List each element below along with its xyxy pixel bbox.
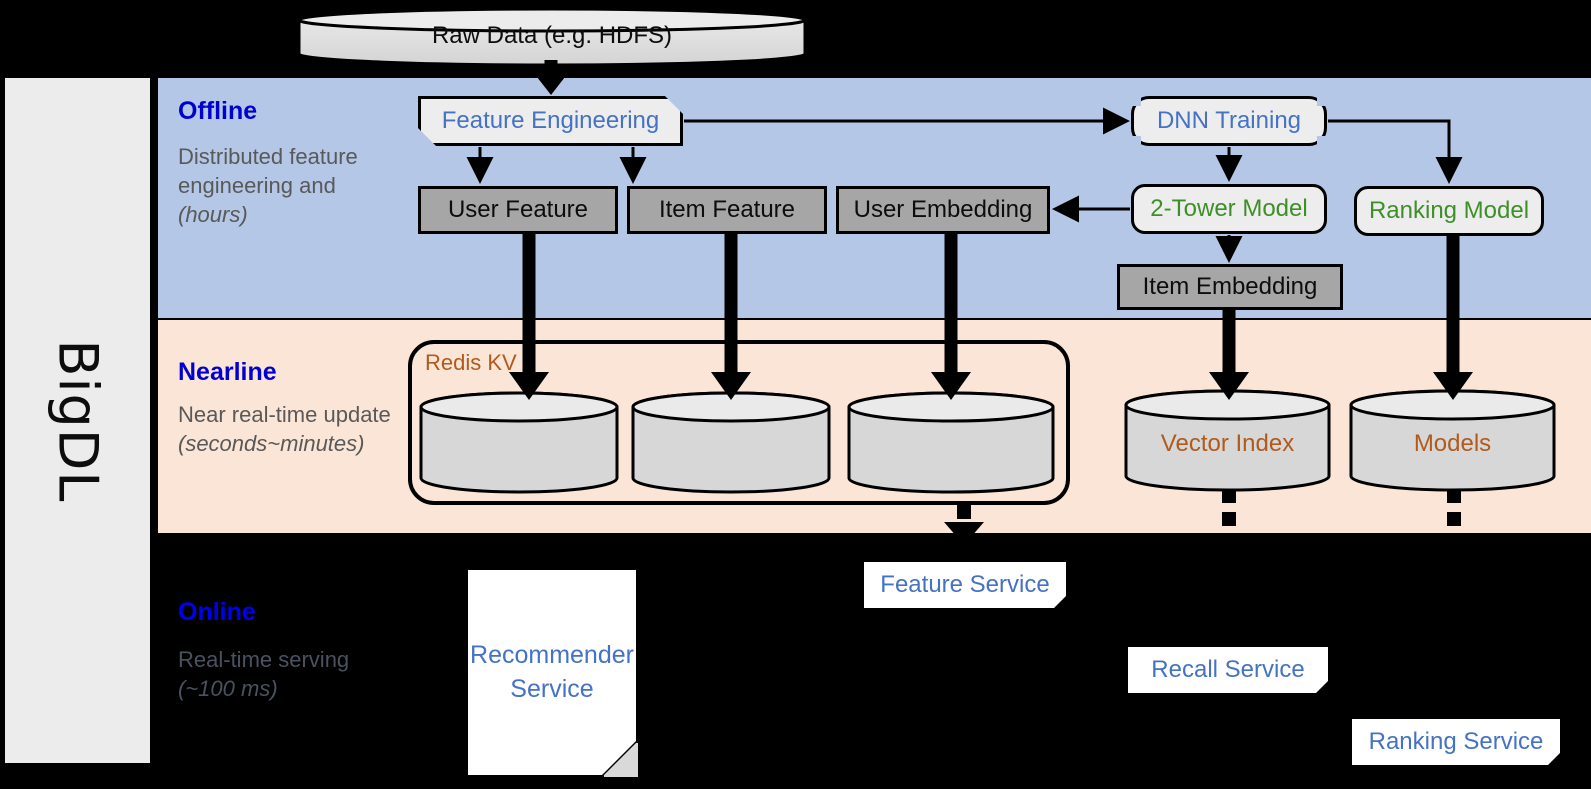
node-item-feature[interactable]: Item Feature [627,186,827,234]
node-user-embedding[interactable]: User Embedding [836,186,1050,234]
node-ranking-model[interactable]: Ranking Model [1354,186,1544,236]
redis-kv-group [408,340,1070,505]
offline-layer-title: Offline [178,97,258,125]
vector-index-label: Vector Index [1160,430,1295,457]
service-recommender[interactable]: Recommender Service [468,570,636,775]
node-item-embedding[interactable]: Item Embedding [1117,264,1343,310]
bigdl-rail: BigDL [5,78,150,763]
store-models: Models [1348,388,1557,493]
service-ranking[interactable]: Ranking Service [1352,719,1560,765]
nearline-layer-title: Nearline [178,358,277,386]
bigdl-rail-label: BigDL [46,339,109,502]
online-layer-subtitle: Real-time serving (~100 ms) [178,647,350,702]
store-vector-index: Vector Index [1123,388,1332,493]
service-recall[interactable]: Recall Service [1128,647,1328,693]
raw-data-label: Raw Data (e.g. HDFS) [431,22,673,49]
store-user-feature [418,390,620,495]
redis-kv-label: Redis KV [425,350,517,375]
node-2-tower-model[interactable]: 2-Tower Model [1131,184,1327,234]
offline-layer-subtitle: Distributed feature engineering and (hou… [178,144,358,228]
raw-data-store: Raw Data (e.g. HDFS) [296,6,808,68]
node-user-feature[interactable]: User Feature [418,186,618,234]
node-feature-engineering[interactable]: Feature Engineering [418,96,683,146]
nearline-layer-subtitle: Near real-time update (seconds~minutes) [178,402,391,457]
online-layer-title: Online [178,598,256,626]
node-dnn-training[interactable]: DNN Training [1131,96,1327,146]
store-item-feature [630,390,832,495]
store-user-embedding [846,390,1056,495]
service-feature[interactable]: Feature Service [864,562,1066,608]
models-label: Models [1413,430,1492,457]
